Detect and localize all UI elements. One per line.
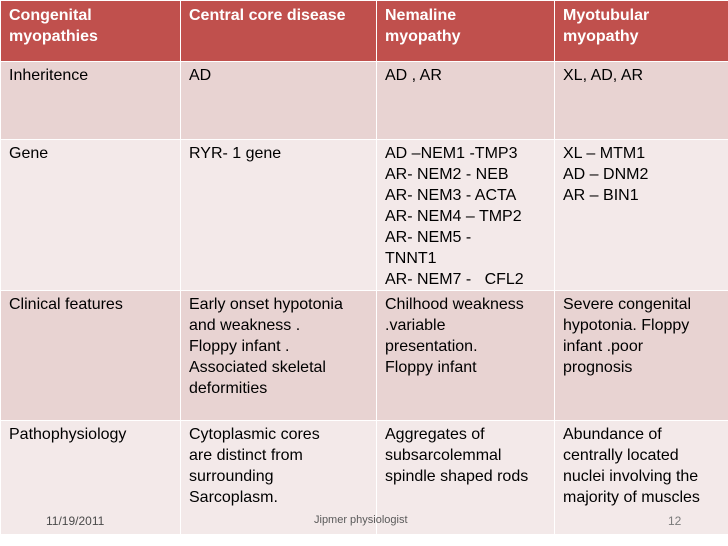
cell-text: RYR- 1 gene: [189, 145, 282, 162]
central-core-cell: AD: [180, 61, 377, 140]
cell-text: Severe congenital: [563, 296, 692, 313]
cell-text: AR- NEM7 - CFL2: [385, 271, 524, 288]
cell-text: surrounding: [189, 468, 274, 485]
row-label-cell: Inheritence: [0, 61, 181, 140]
myotubular-cell: Severe congenital hypotonia. Floppy infa…: [554, 290, 728, 421]
cell-text: AD: [189, 67, 212, 84]
header-myotubular-myopathy: Myotubular myopathy: [554, 0, 728, 62]
cell-text: hypotonia. Floppy: [563, 317, 690, 334]
cell-text: Pathophysiology: [9, 426, 127, 443]
cell-text: nuclei involving the: [563, 468, 699, 485]
cell-text: AD , AR: [385, 67, 442, 84]
cell-text: presentation.: [385, 338, 478, 355]
header-text: Central core disease: [189, 7, 346, 24]
cell-text: .variable: [385, 317, 446, 334]
header-nemaline-myopathy: Nemaline myopathy: [376, 0, 555, 62]
cell-text: Associated skeletal: [189, 359, 326, 376]
cell-text: Sarcoplasm.: [189, 489, 278, 506]
header-text: Nemaline: [385, 7, 457, 24]
cell-text: centrally located: [563, 447, 679, 464]
header-text: Myotubular: [563, 7, 650, 24]
cell-text: Aggregates of: [385, 426, 485, 443]
cell-text: AR – BIN1: [563, 187, 639, 204]
myotubular-cell: Abundance of centrally located nuclei in…: [554, 420, 728, 535]
cell-text: AD –NEM1 -TMP3: [385, 145, 518, 162]
header-text: myopathies: [9, 28, 98, 45]
cell-text: TNNT1: [385, 250, 437, 267]
cell-text: Abundance of: [563, 426, 662, 443]
cell-text: subsarcolemmal: [385, 447, 502, 464]
cell-text: Early onset hypotonia: [189, 296, 343, 313]
cell-text: AR- NEM2 - NEB: [385, 166, 509, 183]
cell-text: Floppy infant: [385, 359, 477, 376]
central-core-cell: Early onset hypotonia and weakness . Flo…: [180, 290, 377, 421]
nemaline-cell: Chilhood weakness .variable presentation…: [376, 290, 555, 421]
header-congenital-myopathies: Congenital myopathies: [0, 0, 181, 62]
header-text: Congenital: [9, 7, 92, 24]
nemaline-cell: Aggregates of subsarcolemmal spindle sha…: [376, 420, 555, 535]
central-core-cell: RYR- 1 gene: [180, 139, 377, 291]
row-label-cell: Gene: [0, 139, 181, 291]
table-row-gene: Gene RYR- 1 gene AD –NEM1 -TMP3 AR- NEM2…: [0, 139, 728, 291]
cell-text: deformities: [189, 380, 268, 397]
cell-text: Floppy infant .: [189, 338, 290, 355]
cell-text: are distinct from: [189, 447, 303, 464]
nemaline-cell: AD , AR: [376, 61, 555, 140]
cell-text: Clinical features: [9, 296, 123, 313]
footer-text: Jipmer physiologist: [314, 514, 408, 526]
table-header-row: Congenital myopathies Central core disea…: [0, 0, 728, 62]
cell-text: Inheritence: [9, 67, 89, 84]
myotubular-cell: XL – MTM1 AD – DNM2 AR – BIN1: [554, 139, 728, 291]
myotubular-cell: XL, AD, AR: [554, 61, 728, 140]
cell-text: prognosis: [563, 359, 633, 376]
cell-text: and weakness .: [189, 317, 301, 334]
cell-text: XL, AD, AR: [563, 67, 644, 84]
cell-text: AR- NEM3 - ACTA: [385, 187, 517, 204]
table-row-clinical-features: Clinical features Early onset hypotonia …: [0, 290, 728, 421]
cell-text: AR- NEM4 – TMP2: [385, 208, 522, 225]
cell-text: majority of muscles: [563, 489, 700, 506]
table-row-pathophysiology: Pathophysiology Cytoplasmic cores are di…: [0, 420, 728, 535]
table-row-inheritence: Inheritence AD AD , AR XL, AD, AR: [0, 61, 728, 140]
page-number: 12: [668, 514, 682, 528]
cell-text: Cytoplasmic cores: [189, 426, 320, 443]
footer-date: 11/19/2011: [46, 514, 105, 528]
row-label-cell: Clinical features: [0, 290, 181, 421]
row-label-cell: Pathophysiology: [0, 420, 181, 535]
cell-text: AR- NEM5 -: [385, 229, 472, 246]
comparison-table: Congenital myopathies Central core disea…: [0, 0, 728, 535]
cell-text: AD – DNM2: [563, 166, 649, 183]
header-text: myopathy: [385, 28, 461, 45]
cell-text: XL – MTM1: [563, 145, 646, 162]
cell-text: spindle shaped rods: [385, 468, 529, 485]
header-text: myopathy: [563, 28, 639, 45]
cell-text: Chilhood weakness: [385, 296, 524, 313]
cell-text: Gene: [9, 145, 49, 162]
cell-text: infant .poor: [563, 338, 644, 355]
header-central-core-disease: Central core disease: [180, 0, 377, 62]
nemaline-cell: AD –NEM1 -TMP3 AR- NEM2 - NEB AR- NEM3 -…: [376, 139, 555, 291]
